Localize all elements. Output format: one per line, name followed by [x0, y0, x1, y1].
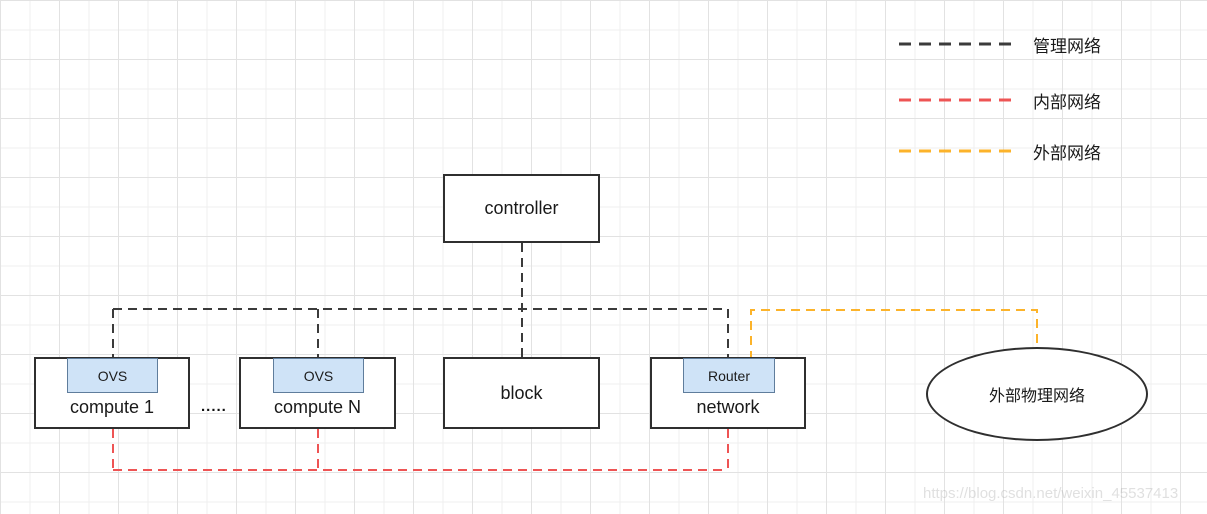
ovs-chip-compute-1-label: OVS: [97, 367, 128, 384]
router-chip-network: Router: [683, 358, 775, 393]
router-chip-network-label: Router: [707, 367, 751, 384]
node-block: block: [443, 357, 600, 429]
compute-ellipsis: .....: [201, 398, 227, 415]
node-block-label: block: [500, 382, 543, 403]
legend-line-external: [899, 149, 1011, 153]
node-external-physical-network: 外部物理网络: [926, 347, 1148, 441]
legend-line-management: [899, 42, 1011, 46]
internal-network-lines: [112, 429, 729, 471]
node-compute-1-label: compute 1: [69, 397, 155, 417]
node-compute-n: OVS compute N: [239, 357, 396, 429]
legend-label-management: 管理网络: [1033, 36, 1101, 56]
legend-item-management: 管理网络: [898, 30, 1101, 58]
legend-item-external: 外部网络: [898, 137, 1101, 165]
management-network-lines: [112, 243, 729, 357]
node-controller: controller: [443, 174, 600, 243]
node-external-physical-network-label: 外部物理网络: [988, 388, 1085, 405]
node-network: Router network: [650, 357, 806, 429]
ovs-chip-compute-n: OVS: [273, 358, 364, 393]
node-controller-label: controller: [484, 198, 559, 218]
node-compute-1: OVS compute 1: [34, 357, 190, 429]
legend-label-external: 外部网络: [1033, 143, 1101, 163]
watermark-url: https://blog.csdn.net/weixin_45537413: [923, 485, 1179, 502]
ovs-chip-compute-1: OVS: [67, 358, 158, 393]
legend-line-internal: [899, 98, 1011, 102]
ovs-chip-compute-n-label: OVS: [303, 367, 334, 384]
legend-item-internal: 内部网络: [898, 86, 1101, 114]
node-compute-n-label: compute N: [273, 397, 362, 417]
node-network-label: network: [696, 397, 760, 417]
legend-label-internal: 内部网络: [1033, 92, 1101, 112]
